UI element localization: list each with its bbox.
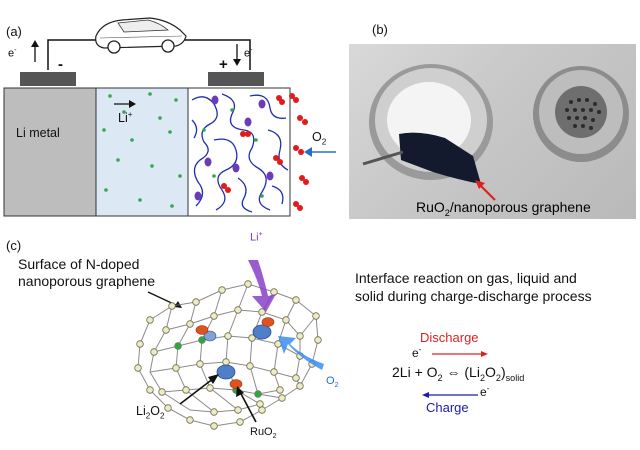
- car-icon: [95, 17, 187, 54]
- coin-cell-photo: [349, 44, 636, 219]
- ruo2-particle: [261, 317, 275, 327]
- li2o2-label: Li2O2: [136, 404, 165, 421]
- li-metal-anode: [3, 87, 97, 217]
- negative-sign: -: [58, 56, 63, 73]
- charge-electron: e-: [480, 384, 490, 399]
- li2o2-blob: [252, 324, 272, 340]
- discharge-electron: e-: [412, 345, 422, 360]
- reaction-equation: 2Li + O2 ⇔ (Li2O2)solid: [392, 364, 525, 383]
- ruo2-label: RuO2: [250, 426, 277, 441]
- li2o2-blob: [216, 364, 236, 380]
- graphene-lattice-bonds: [137, 283, 319, 427]
- graphene-surface-illustration: [134, 260, 324, 430]
- electron-label-right: e-: [244, 46, 253, 60]
- positive-sign: +: [219, 56, 228, 73]
- panel-a-label: (a): [6, 24, 22, 39]
- electrolyte-region: [95, 87, 189, 217]
- anode-label: Li metal: [16, 126, 60, 140]
- battery-diagram: [3, 17, 336, 217]
- oxygen-molecules: [221, 93, 309, 211]
- discharge-label: Discharge: [420, 330, 479, 345]
- li-ion-label-a: Li+: [118, 110, 133, 126]
- panel-b-label: (b): [372, 22, 388, 37]
- oxygen-arrow: [278, 336, 324, 370]
- li-ion-arrow: [248, 260, 276, 312]
- reaction-description-line2: solid during charge-discharge process: [355, 288, 592, 304]
- negative-terminal: [20, 72, 76, 86]
- charge-label: Charge: [426, 400, 469, 415]
- charge-arrow: [422, 392, 478, 398]
- reaction-description-line1: Interface reaction on gas, liquid and: [355, 270, 577, 286]
- oxygen-label-c: O2: [326, 375, 339, 390]
- electron-label-left: e-: [8, 46, 17, 60]
- porous-cathode: [187, 87, 291, 217]
- ruo2-particle: [229, 379, 243, 389]
- surface-label-line2: nanoporous graphene: [18, 273, 156, 289]
- panel-c-label: (c): [6, 238, 22, 253]
- li2o2-particles: [194, 95, 274, 201]
- oxygen-label-a: O2: [312, 130, 327, 147]
- discharge-arrow: [432, 351, 488, 357]
- photo-caption: RuO2/nanoporous graphene: [416, 199, 591, 218]
- surface-label-line1: Surface of N-doped: [18, 256, 140, 272]
- positive-terminal: [208, 72, 264, 86]
- ruo2-particle: [195, 325, 209, 335]
- coin-cell-illustration: [362, 64, 629, 201]
- graphene-network: [191, 93, 289, 213]
- li-ion-label-c: Li+: [250, 230, 263, 244]
- external-circuit-wire: [47, 39, 110, 70]
- li2o2-blob: [203, 330, 217, 342]
- li-ions: [102, 92, 264, 208]
- external-circuit-wire-right: [180, 39, 251, 70]
